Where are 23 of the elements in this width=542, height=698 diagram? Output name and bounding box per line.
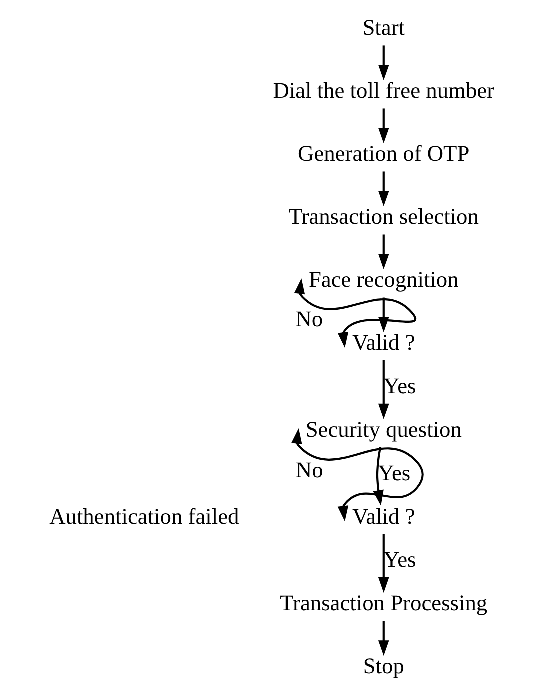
node-text: Generation of OTP: [298, 141, 470, 166]
edge-label: No: [295, 306, 323, 332]
arrow: [378, 360, 389, 420]
node-text: Valid ?: [352, 504, 415, 529]
edge-label: No: [295, 457, 323, 482]
node-text: Transaction Processing: [280, 590, 488, 616]
arrow: [378, 108, 389, 144]
node-text: Transaction selection: [288, 204, 478, 230]
node-text: Security question: [305, 416, 462, 442]
arrow: [291, 428, 424, 522]
node-text: Face recognition: [308, 267, 458, 292]
arrow: [378, 46, 389, 80]
label: Authentication failed: [49, 504, 239, 529]
node-text: Stop: [362, 654, 404, 679]
arrow: [294, 278, 416, 348]
arrow: [378, 234, 389, 270]
node-text: Start: [362, 15, 405, 40]
arrow: [378, 534, 389, 593]
arrow: [378, 172, 389, 207]
edge-label: Yes: [378, 460, 410, 486]
arrow: [378, 621, 389, 656]
node-text: Dial the toll free number: [272, 78, 494, 104]
node-text: Valid ?: [352, 330, 415, 356]
